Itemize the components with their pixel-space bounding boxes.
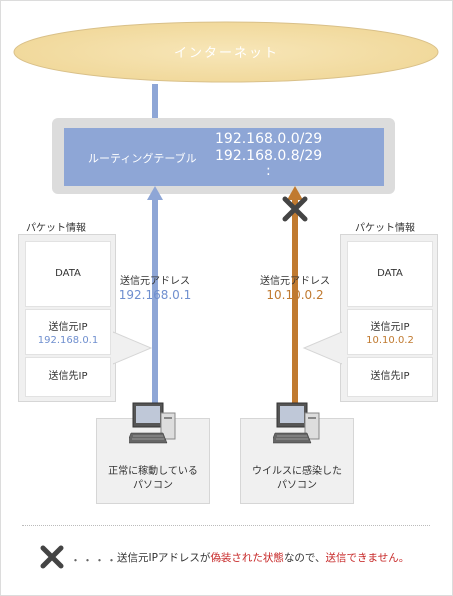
- internet-label: インターネット: [173, 46, 279, 61]
- right-packet-title: パケット情報: [355, 223, 415, 234]
- right-arrow-label: 送信元アドレス: [260, 276, 330, 287]
- left-packet-box: DATA 送信元IP 192.168.0.1 送信先IP: [18, 234, 116, 402]
- right-packet-data-label: DATA: [377, 268, 403, 279]
- left-arrow-label: 送信元アドレス: [120, 276, 190, 287]
- route-entry-2: 192.168.0.8/29: [215, 148, 323, 164]
- right-packet-box: DATA 送信元IP 10.10.0.2 送信先IP: [340, 234, 438, 402]
- left-pc-label-1: 正常に稼動している: [108, 466, 198, 477]
- left-packet-src-label: 送信元IP: [48, 322, 88, 333]
- left-pc-label-2: パソコン: [133, 480, 173, 491]
- right-packet-src: 送信元IP 10.10.0.2: [347, 309, 433, 355]
- legend-text-2: 偽装された状態: [210, 552, 284, 564]
- left-packet-src: 送信元IP 192.168.0.1: [25, 309, 111, 355]
- computer-icon: [129, 402, 176, 444]
- routing-table-label: ルーティングテーブル: [88, 152, 197, 165]
- left-arrow: [147, 186, 163, 408]
- left-packet-data-label: DATA: [55, 268, 81, 279]
- left-packet-dst-label: 送信先IP: [48, 371, 88, 382]
- computer-icon: [273, 402, 320, 444]
- right-arrow: [287, 186, 303, 408]
- right-packet-dst-label: 送信先IP: [370, 371, 410, 382]
- left-packet-dst: 送信先IP: [25, 357, 111, 397]
- legend-x-icon: [40, 545, 64, 569]
- blocked-x-icon: [282, 196, 308, 222]
- legend-divider: [22, 525, 430, 526]
- right-arrow-ip: 10.10.0.2: [266, 288, 324, 302]
- legend-text-1: 送信元IPアドレスが: [117, 552, 211, 564]
- internet-link: [152, 84, 158, 118]
- right-packet-src-label: 送信元IP: [370, 322, 410, 333]
- route-entry-3: :: [266, 163, 271, 179]
- right-pc-label-2: パソコン: [277, 480, 317, 491]
- right-pc-card: ウイルスに感染した パソコン: [240, 402, 354, 504]
- legend-dots: ・・・・: [70, 554, 118, 567]
- left-arrow-ip: 192.168.0.1: [118, 288, 192, 302]
- right-callout-pointer: [302, 331, 342, 365]
- right-pc-label-1: ウイルスに感染した: [252, 466, 342, 477]
- legend-text: 送信元IPアドレスが偽装された状態なので、送信できません。: [117, 550, 409, 565]
- left-callout-pointer: [113, 331, 153, 365]
- right-packet-data: DATA: [347, 241, 433, 307]
- left-packet-data: DATA: [25, 241, 111, 307]
- legend-text-4: 送信できません。: [325, 552, 410, 564]
- legend-text-3: なので、: [283, 552, 326, 564]
- left-packet-src-value: 192.168.0.1: [37, 335, 99, 346]
- right-packet-dst: 送信先IP: [347, 357, 433, 397]
- left-packet-title: パケット情報: [26, 223, 86, 234]
- internet-cloud: [13, 21, 439, 83]
- route-entry-1: 192.168.0.0/29: [215, 131, 323, 147]
- routing-table-panel: [64, 128, 384, 186]
- left-pc-card: 正常に稼動している パソコン: [96, 402, 210, 504]
- right-packet-src-value: 10.10.0.2: [366, 335, 414, 346]
